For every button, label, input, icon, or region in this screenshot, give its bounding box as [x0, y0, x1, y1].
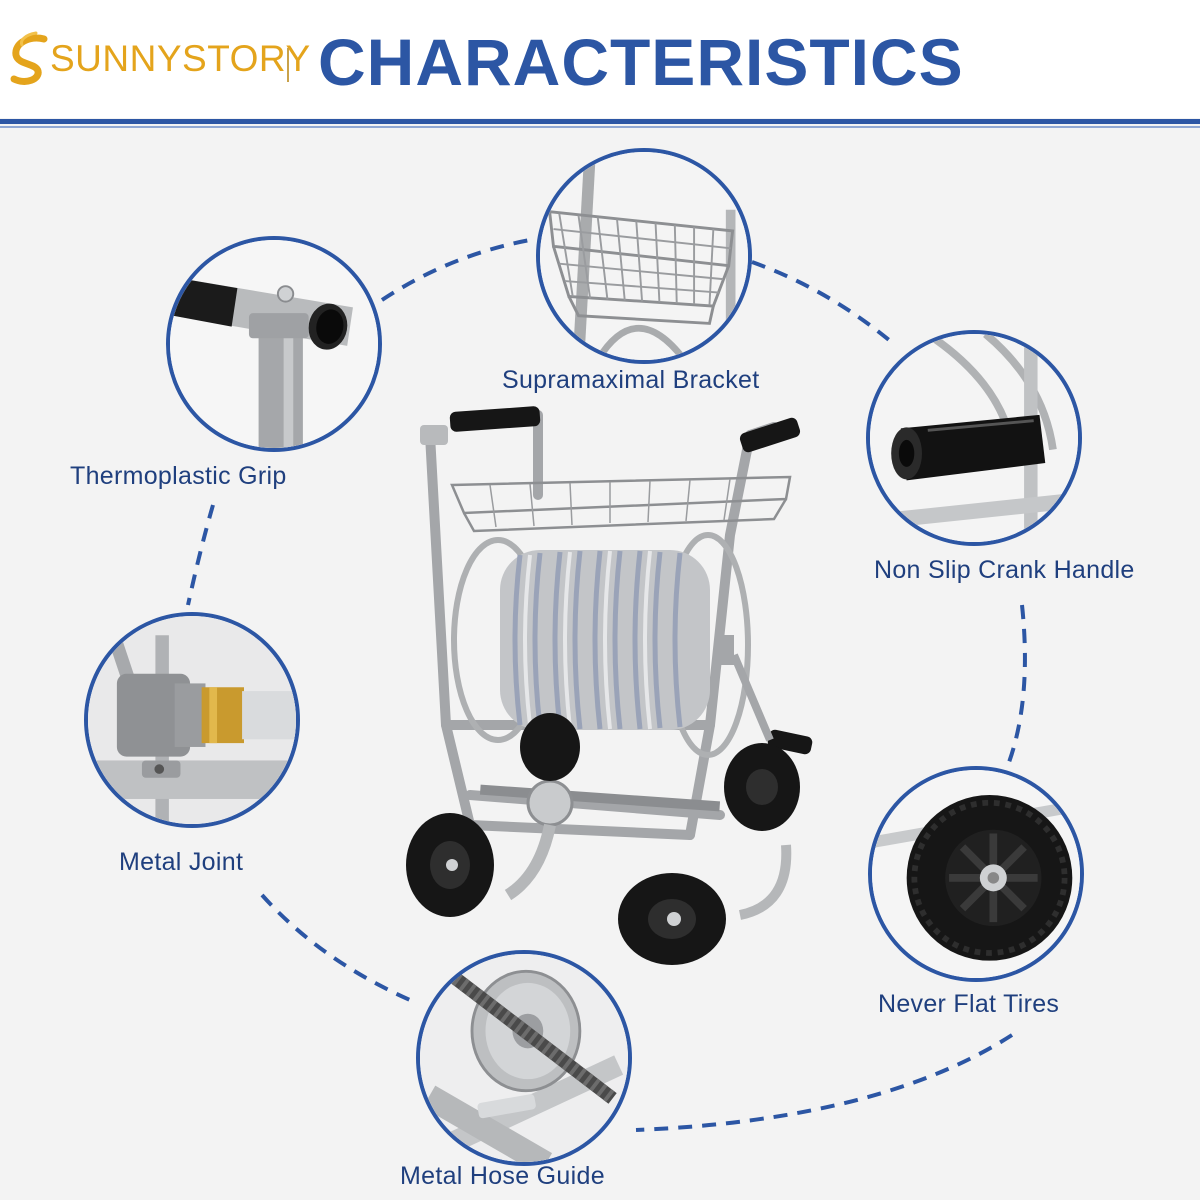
- hose-guide-icon: [420, 954, 628, 1162]
- brass-joint-icon: [88, 616, 296, 824]
- handle-grip-icon: [170, 240, 378, 448]
- brand-name: SUNNYSTORY: [50, 38, 311, 79]
- header-bar: SUNNYSTORY CHARACTERISTICS: [0, 0, 1200, 118]
- feature-label-grip: Thermoplastic Grip: [70, 462, 287, 490]
- wire-basket-icon: [540, 152, 748, 360]
- tire-icon: [872, 770, 1080, 978]
- feature-label-bracket: Supramaximal Bracket: [502, 366, 760, 394]
- feature-label-guide: Metal Hose Guide: [400, 1162, 605, 1190]
- sun-swirl-icon: [10, 31, 48, 85]
- feature-circle-tires: [868, 766, 1084, 982]
- feature-circle-guide: [416, 950, 632, 1166]
- wheel-group: [406, 713, 800, 965]
- brand-logo: SUNNYSTORY: [6, 24, 311, 94]
- page-title: CHARACTERISTICS: [318, 25, 964, 99]
- feature-label-tires: Never Flat Tires: [878, 990, 1060, 1018]
- header-divider-thin: [0, 126, 1200, 128]
- brand-separator: [287, 48, 289, 82]
- feature-circle-bracket: [536, 148, 752, 364]
- hose-reel-cart-illustration: [406, 406, 813, 965]
- header-divider: [0, 119, 1200, 124]
- feature-circle-crank: [866, 330, 1082, 546]
- feature-label-joint: Metal Joint: [119, 848, 244, 876]
- feature-circle-grip: [166, 236, 382, 452]
- feature-circle-joint: [84, 612, 300, 828]
- feature-label-crank: Non Slip Crank Handle: [874, 556, 1135, 584]
- crank-handle-icon: [870, 334, 1078, 542]
